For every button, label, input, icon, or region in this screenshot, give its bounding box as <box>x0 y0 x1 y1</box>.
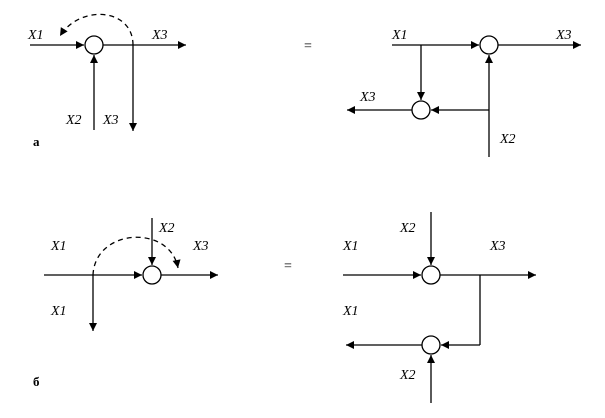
a-right-x3-label-bottom: X3 <box>359 90 376 105</box>
b-right-x2-label-bottom: X2 <box>399 368 416 383</box>
b-left-x3-label: X3 <box>192 239 209 254</box>
a-left-summing-node <box>84 35 104 55</box>
b-right-x3-label: X3 <box>489 239 506 254</box>
a-left-move-indicator-arc <box>59 13 134 46</box>
a-left-x3-label-top: X3 <box>151 28 168 43</box>
a-right-x3-label-top: X3 <box>555 28 572 43</box>
b-right-bottom-summing-node <box>421 335 441 355</box>
b-right-top-summing-node <box>421 265 441 285</box>
part-b-left-diagram: X2 X1 X3 X1 б <box>33 218 218 389</box>
b-equals-sign: = <box>284 259 292 274</box>
part-b-marker: б <box>33 374 40 389</box>
b-left-x2-label: X2 <box>158 221 175 236</box>
a-right-top-summing-node <box>479 35 499 55</box>
part-a-marker: а <box>33 134 40 149</box>
b-right-x1-label-bottom: X1 <box>342 304 359 319</box>
b-right-x2-label-top: X2 <box>399 221 416 236</box>
b-left-x1-label-bottom: X1 <box>50 304 67 319</box>
part-a-left-diagram: X1 X3 X2 X3 а <box>27 13 186 149</box>
part-a-right-diagram: X1 X3 X3 X2 <box>347 28 581 157</box>
a-left-x3-label-bottom: X3 <box>102 113 119 128</box>
a-right-x2-label: X2 <box>499 132 516 147</box>
a-right-bottom-summing-node <box>411 100 431 120</box>
a-left-x1-label: X1 <box>27 28 44 43</box>
a-left-x2-label: X2 <box>65 113 82 128</box>
part-b-right-diagram: X2 X1 X3 X1 X2 <box>342 212 536 403</box>
b-right-x1-label-top: X1 <box>342 239 359 254</box>
b-left-summing-node <box>142 265 162 285</box>
b-left-move-indicator-arc <box>92 236 181 276</box>
b-left-x1-label-top: X1 <box>50 239 67 254</box>
a-right-x1-label: X1 <box>391 28 408 43</box>
a-equals-sign: = <box>304 39 312 54</box>
